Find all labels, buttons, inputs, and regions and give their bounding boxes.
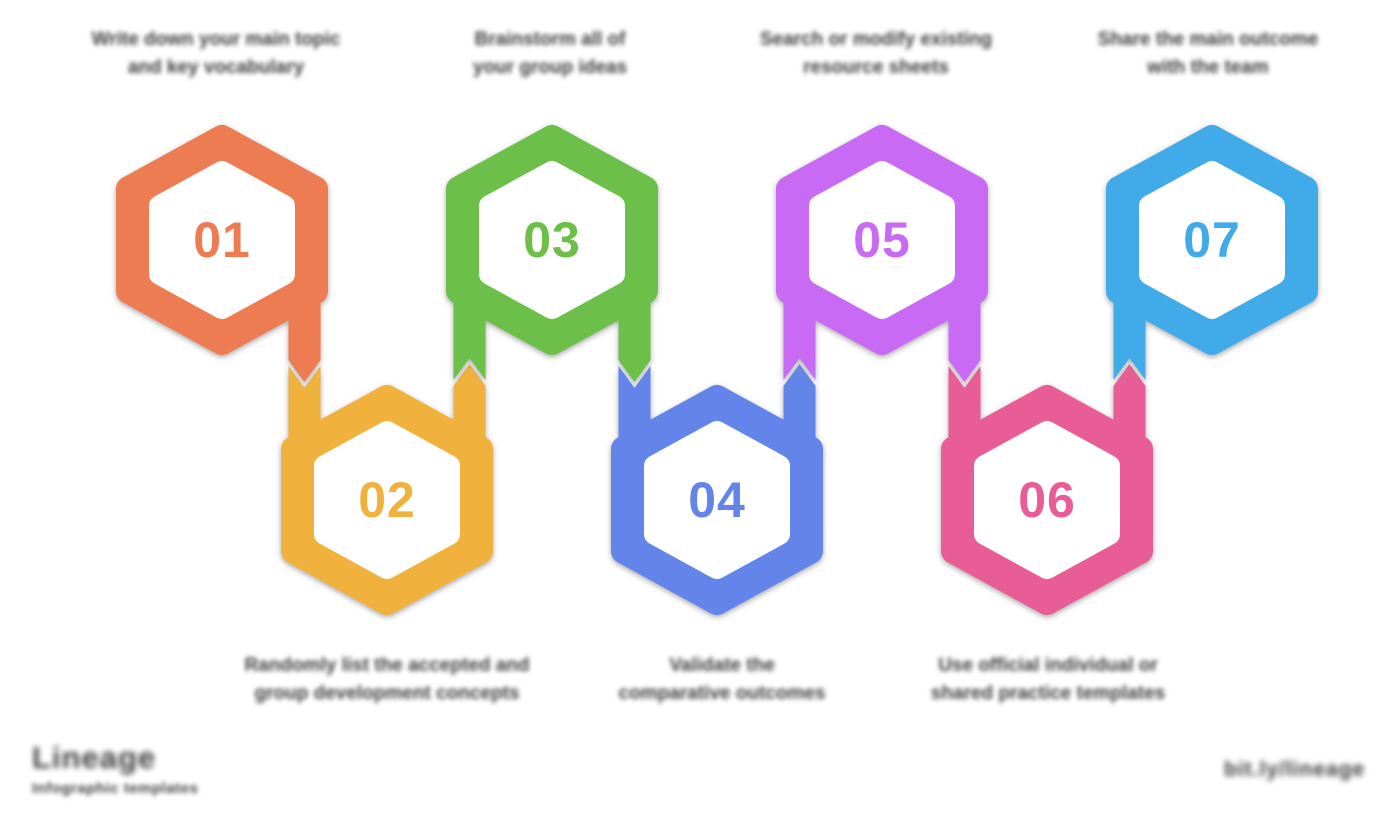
step-label-02: Randomly list the accepted and group dev… <box>244 655 530 704</box>
step-label-05: Search or modify existing resource sheet… <box>759 29 993 78</box>
step-number-02: 02 <box>358 472 416 528</box>
step-number-06: 06 <box>1018 472 1076 528</box>
brand-block: Lineage Infographic templates <box>32 740 198 797</box>
step-unit-04: 04 <box>611 364 823 615</box>
step-label-07: Share the main outcome with the team <box>1097 29 1319 78</box>
step-unit-02: 02 <box>281 364 493 615</box>
step-number-03: 03 <box>523 212 581 268</box>
step-unit-01: 01 <box>116 125 328 382</box>
step-unit-06: 06 <box>941 364 1153 615</box>
step-label-01: Write down your main topic and key vocab… <box>91 29 341 78</box>
brand-tagline: Infographic templates <box>32 780 199 797</box>
step-label-03: Brainstorm all of your group ideas <box>472 29 628 78</box>
step-unit-05: 05 <box>776 125 988 382</box>
step-number-07: 07 <box>1183 212 1241 268</box>
step-label-06: Use official individual or shared practi… <box>930 655 1166 704</box>
step-number-05: 05 <box>853 212 911 268</box>
brand-logo: Lineage <box>32 740 157 775</box>
step-label-04: Validate the comparative outcomes <box>618 655 826 704</box>
hexagon-inner-07 <box>1139 161 1285 319</box>
hexagon-inner-03 <box>479 161 625 319</box>
hexagon-inner-02 <box>314 421 460 579</box>
step-number-01: 01 <box>193 212 251 268</box>
step-number-04: 04 <box>688 472 746 528</box>
hexagon-inner-04 <box>644 421 790 579</box>
step-unit-03: 03 <box>446 125 658 382</box>
hexagon-inner-05 <box>809 161 955 319</box>
footer-credit: bit.ly/lineage <box>1224 758 1366 781</box>
step-unit-07: 07 <box>1106 125 1318 380</box>
hexagon-inner-01 <box>149 161 295 319</box>
hexagon-inner-06 <box>974 421 1120 579</box>
